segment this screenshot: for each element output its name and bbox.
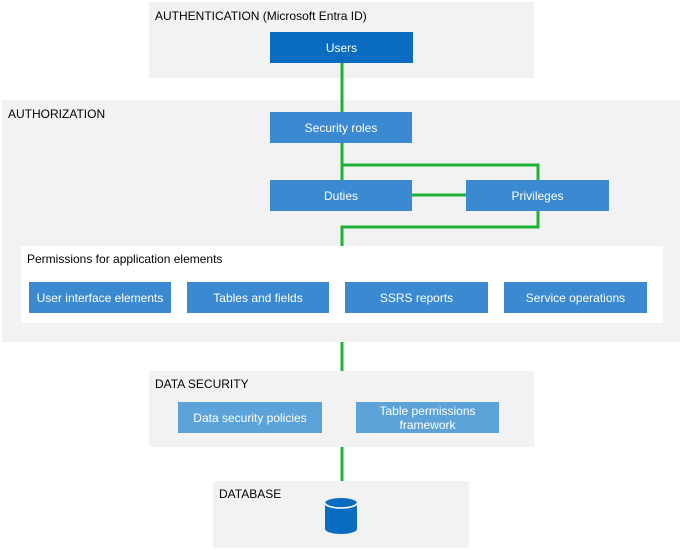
authentication-title: AUTHENTICATION (Microsoft Entra ID): [155, 9, 367, 23]
permission-tables-and-fields: Tables and fields: [187, 282, 329, 313]
duties-box: Duties: [270, 180, 412, 211]
users-box: Users: [270, 32, 413, 63]
permissions-title: Permissions for application elements: [27, 252, 223, 266]
database-panel: DATABASE: [213, 481, 469, 548]
permission-ssrs-reports: SSRS reports: [345, 282, 488, 313]
data-security-policies-box: Data security policies: [178, 402, 322, 433]
table-permissions-framework-box: Table permissions framework: [356, 402, 499, 433]
authorization-panel: AUTHORIZATION Security roles Duties Priv…: [2, 100, 680, 342]
permission-user-interface-elements: User interface elements: [29, 282, 171, 313]
security-roles-box: Security roles: [270, 112, 412, 143]
privileges-box: Privileges: [466, 180, 609, 211]
permission-service-operations: Service operations: [504, 282, 647, 313]
database-title: DATABASE: [219, 487, 282, 501]
authorization-title: AUTHORIZATION: [8, 107, 106, 121]
permissions-panel: Permissions for application elements Use…: [21, 246, 663, 323]
connector-roles-privileges: [342, 163, 540, 180]
database-cylinder-icon: [324, 498, 358, 534]
data-security-panel: DATA SECURITY Data security policies Tab…: [149, 371, 534, 447]
connector-privileges-permissions: [340, 211, 540, 246]
data-security-title: DATA SECURITY: [155, 377, 249, 391]
